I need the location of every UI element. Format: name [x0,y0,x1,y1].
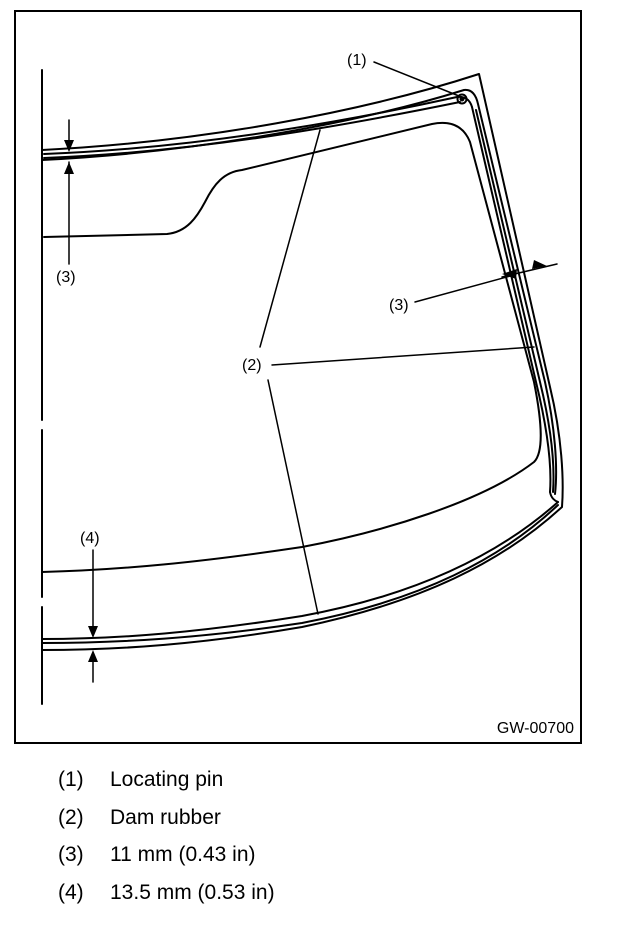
body-outline-outer [41,73,564,651]
leader-c1 [373,61,460,97]
legend-number: (1) [58,768,84,791]
callout-2: (2) [242,357,262,374]
dim3-left-arrow-down [64,140,74,152]
dim3-right-arrow-2 [532,260,547,269]
windshield-diagram: (1) (2) (3) (3) (4) [41,52,564,705]
dim3-left-arrow-up [64,162,74,174]
dim4-arrow-up [88,650,98,662]
legend-number: (2) [58,805,84,829]
legend-number: (3) [58,843,84,866]
legend-text: 11 mm (0.43 in) [110,843,256,866]
legend-text: 13.5 mm (0.53 in) [110,880,275,904]
visible-area [41,122,542,573]
leader-c2-right [271,346,535,366]
legend-item: (1) Locating pin [58,768,275,806]
callout-3-left: (3) [56,269,76,286]
callout-1: (1) [347,52,367,69]
dam-rubber-top-2 [43,101,461,159]
dam-rubber-right-1 [471,106,552,493]
diagram-frame: (1) (2) (3) (3) (4) GW-00700 [14,10,582,744]
dam-rubber-bottom-2 [41,504,559,644]
legend-item: (4) 13.5 mm (0.53 in) [58,881,275,919]
dam-rubber-bottom-1 [41,501,559,640]
legend-text: Locating pin [110,768,224,791]
leader-c2-top [259,129,321,348]
legend-number: (4) [58,880,84,904]
dim3-right-arrow-1 [502,269,517,279]
legend-text: Dam rubber [110,805,221,829]
dam-rubber-corner [549,491,559,503]
dim4-arrow-down [88,626,98,638]
leader-c2-bottom [267,379,319,615]
callout-3-right: (3) [389,297,409,314]
dam-rubber-right-2 [475,109,555,493]
callout-4: (4) [80,530,100,547]
legend: (1) Locating pin (2) Dam rubber (3) 11 m… [58,768,275,918]
figure-id: GW-00700 [496,720,574,737]
legend-item: (2) Dam rubber [58,806,275,844]
legend-item: (3) 11 mm (0.43 in) [58,843,275,881]
locating-pin [456,93,468,105]
leader-c3-right [414,274,515,303]
